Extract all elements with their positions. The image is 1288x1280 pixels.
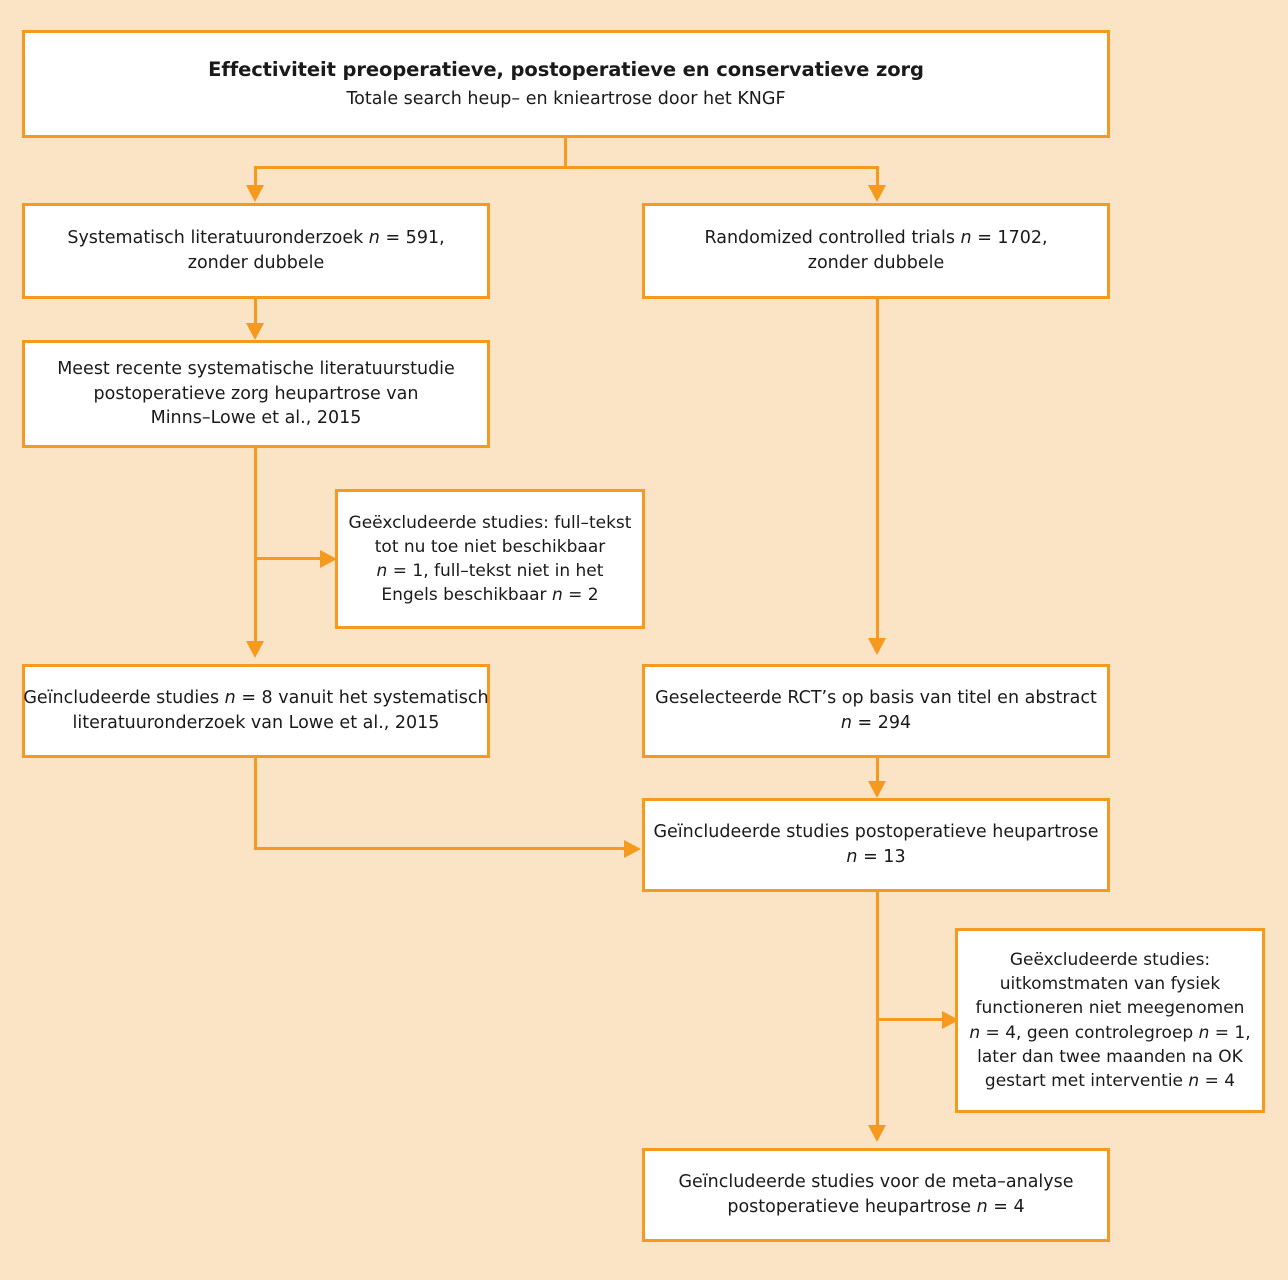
excluded-outcomes-line3: functioneren niet meegenomen [975,998,1245,1019]
arrowhead-to-recent-review [246,323,264,340]
final-included-line2: postoperatieve heupartrose n = 4 [727,1197,1025,1217]
connector-included-review-across [254,847,626,850]
node-excluded-outcomes: Geëxcludeerde studies: uitkomstmaten van… [955,928,1265,1113]
connector-included-trunk [876,892,879,1125]
arrowhead-to-rct-search [868,185,886,202]
header-title: Effectiviteit preoperatieve, postoperati… [208,58,924,82]
rct-search-line2: zonder dubbele [807,253,945,273]
connector-header-stem [564,138,567,168]
italic-n: n [976,1197,988,1217]
italic-n: n [224,688,236,709]
arrowhead-to-selected-rcts [868,638,886,655]
italic-n: n [960,228,972,249]
connector-branch-to-excluded-outcomes [876,1018,944,1021]
arrowhead-left-into-included-post-hip [624,840,641,858]
excluded-outcomes-line6: gestart met interventie n = 4 [984,1070,1236,1091]
connector-header-right-drop [876,166,879,185]
node-excluded-fulltext: Geëxcludeerde studies: full–tekst tot nu… [335,489,645,629]
included-post-hip-line2: n = 13 [846,847,906,867]
excluded-outcomes-line1: Geëxcludeerde studies: [1009,950,1211,971]
connector-header-bus [254,166,878,169]
recent-review-line3: Minns–Lowe et al., 2015 [150,408,362,429]
excluded-outcomes-line2: uitkomstmaten van fysiek [999,974,1221,995]
excluded-outcomes-line4: n = 4, geen controlegroep n = 1, [969,1022,1251,1043]
selected-rcts-line2: n = 294 [840,713,912,733]
connector-branch-to-excluded-fulltext [254,557,322,560]
arrowhead-to-systematic-search [246,185,264,202]
included-from-review-line2: literatuuronderzoek van Lowe et al., 201… [72,713,440,733]
arrowhead-to-included-from-review [246,641,264,658]
excluded-fulltext-line4: Engels beschikbaar n = 2 [381,585,599,606]
italic-n: n [846,847,858,867]
node-final-included: Geïncludeerde studies voor de meta–analy… [642,1148,1110,1242]
italic-n: n [1188,1070,1200,1091]
connector-included-review-drop [254,758,257,850]
excluded-fulltext-line3: n = 1, full–tekst niet in het [376,561,604,581]
node-systematic-search: Systematisch literatuuronderzoek n = 591… [22,203,490,299]
excluded-fulltext-line1: Geëxcludeerde studies: full–tekst [348,512,632,533]
excluded-fulltext-line2: tot nu toe niet beschikbaar [374,536,606,557]
node-header: Effectiviteit preoperatieve, postoperati… [22,30,1110,138]
excluded-outcomes-line5: later dan twee maanden na OK [977,1046,1243,1067]
selected-rcts-line1: Geselecteerde RCT’s op basis van titel e… [655,688,1097,709]
included-post-hip-line1: Geïncludeerde studies postoperatieve heu… [653,822,1099,843]
connector-selected-to-included [876,758,879,781]
arrowhead-to-final-included [868,1125,886,1142]
arrowhead-to-excluded-outcomes [942,1011,959,1029]
node-rct-search: Randomized controlled trials n = 1702, z… [642,203,1110,299]
systematic-search-line1: Systematisch literatuuronderzoek n = 591… [67,228,445,249]
connector-review-trunk [254,448,257,641]
included-from-review-line1: Geïncludeerde studies n = 8 vanuit het s… [23,688,489,709]
arrowhead-to-excluded-fulltext [320,550,337,568]
node-selected-rcts: Geselecteerde RCT’s op basis van titel e… [642,664,1110,758]
connector-rct-search-to-selected [876,299,879,638]
italic-n: n [840,713,852,733]
italic-n: n [376,561,388,581]
recent-review-line1: Meest recente systematische literatuurst… [57,358,455,379]
node-included-from-review: Geïncludeerde studies n = 8 vanuit het s… [22,664,490,758]
italic-n: n [368,228,380,249]
connector-search-to-review [254,299,257,323]
rct-search-line1: Randomized controlled trials n = 1702, [704,228,1048,249]
header-subtitle: Totale search heup– en knieartrose door … [346,88,786,109]
systematic-search-line2: zonder dubbele [187,253,325,273]
final-included-line1: Geïncludeerde studies voor de meta–analy… [678,1172,1074,1193]
connector-header-left-drop [254,166,257,185]
node-recent-review: Meest recente systematische literatuurst… [22,340,490,448]
arrowhead-to-included-post-hip [868,781,886,798]
italic-n: n [1198,1022,1210,1043]
node-included-post-hip: Geïncludeerde studies postoperatieve heu… [642,798,1110,892]
italic-n: n [969,1022,981,1043]
italic-n: n [551,585,563,606]
recent-review-line2: postoperatieve zorg heupartrose van [93,383,419,404]
